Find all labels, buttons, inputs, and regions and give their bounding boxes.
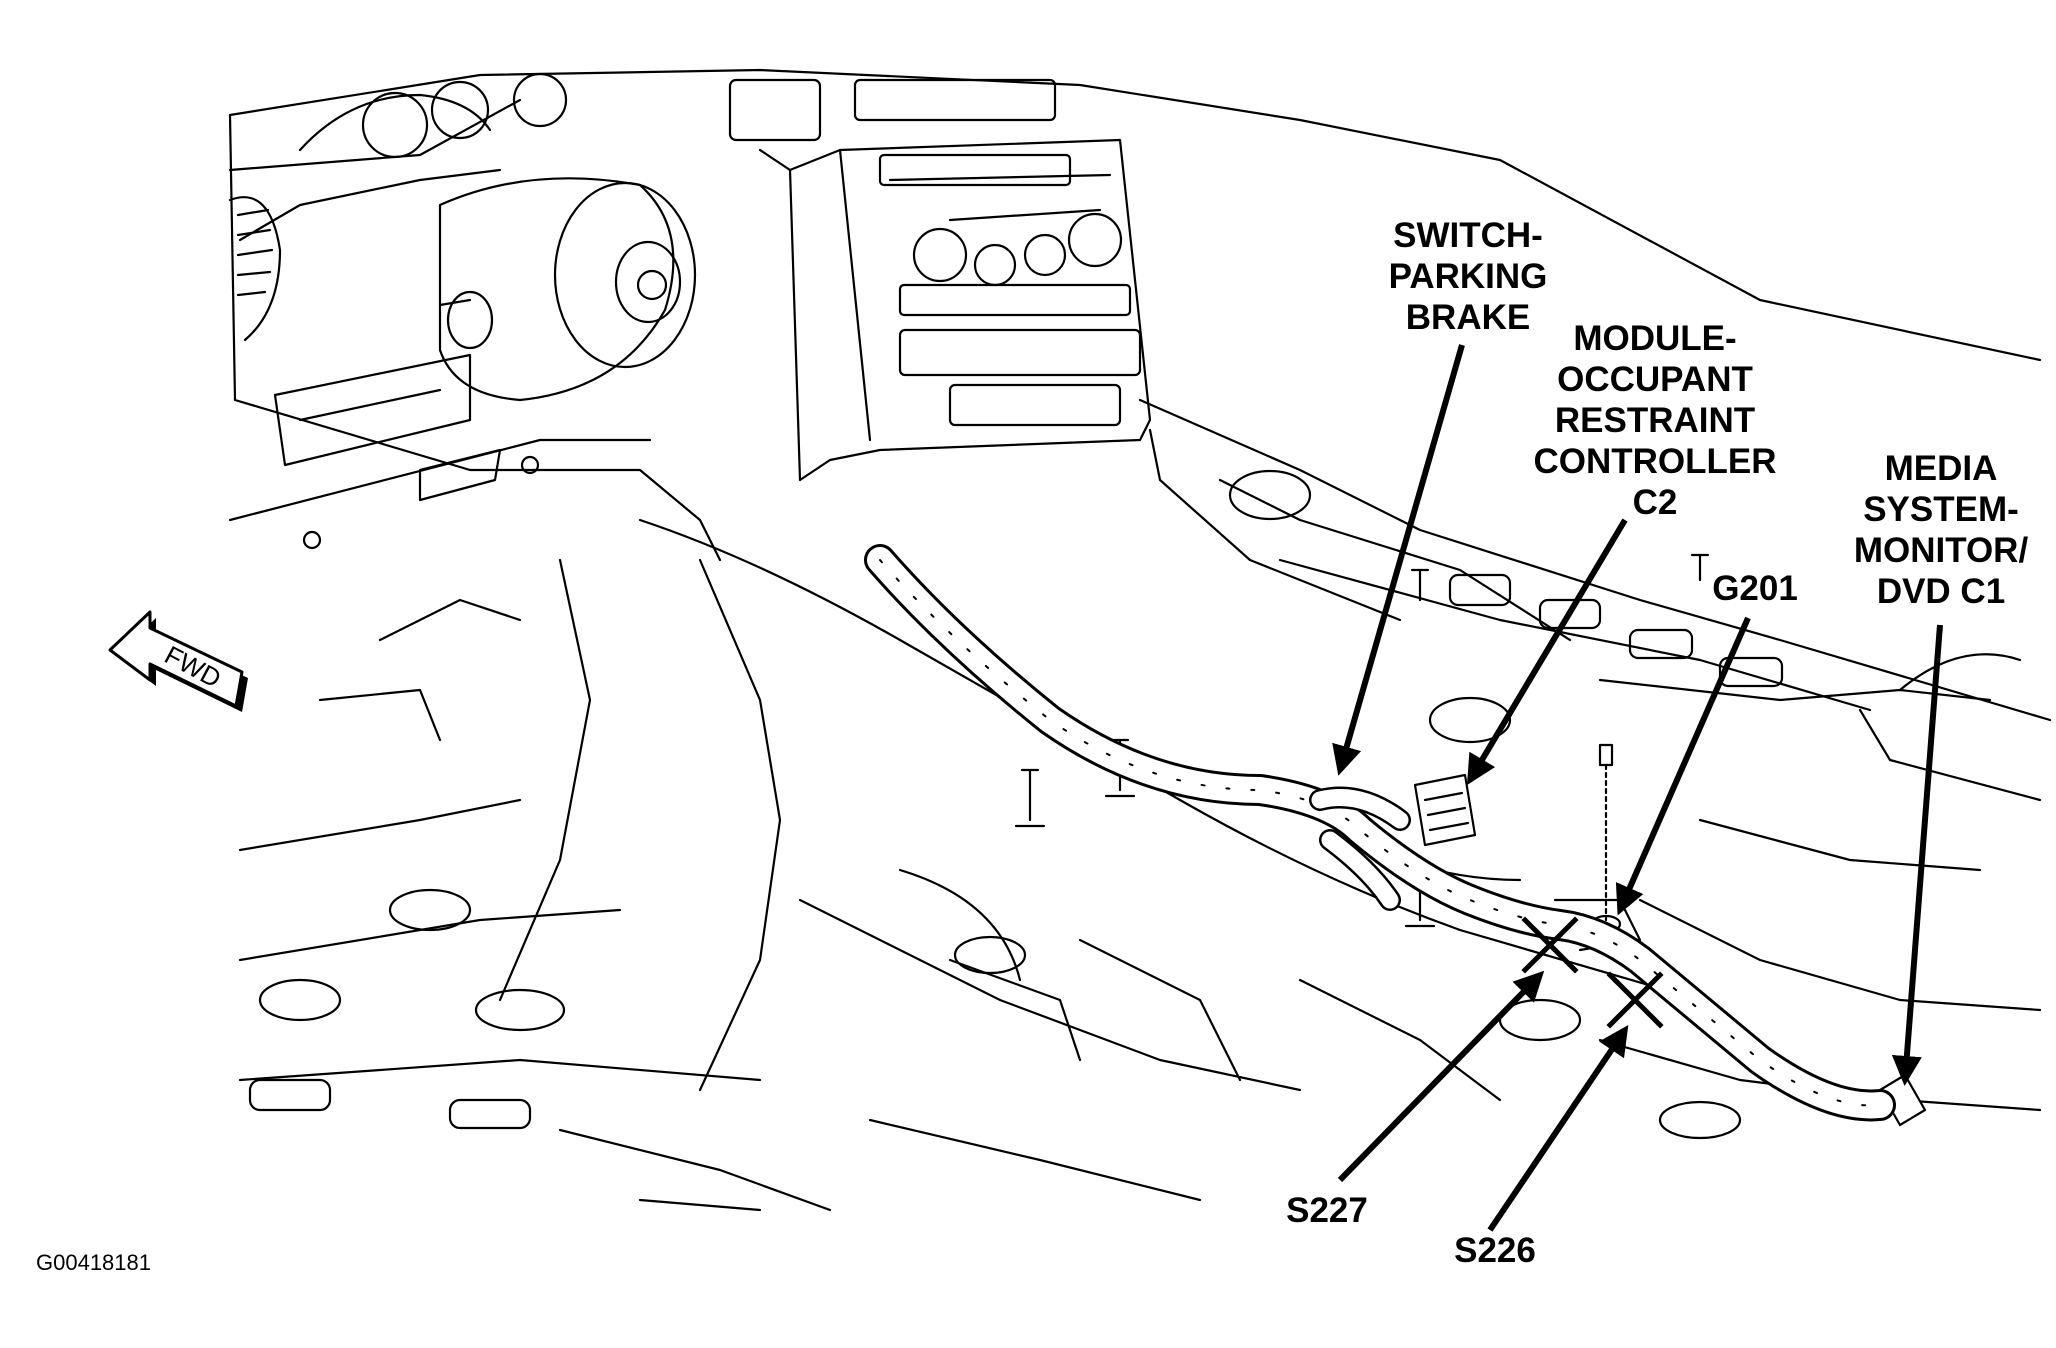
figure-id: G00418181	[36, 1250, 151, 1275]
label-media-system-monitor-dvd-c1: MEDIA SYSTEM- MONITOR/ DVD C1	[1853, 449, 2029, 611]
label-s226: S226	[1454, 1231, 1536, 1270]
label-s227: S227	[1286, 1191, 1368, 1230]
label-switch-parking-brake: SWITCH- PARKING BRAKE	[1388, 216, 1548, 337]
label-g201: G201	[1712, 569, 1798, 608]
splice-s226-mark	[1606, 971, 1664, 1029]
splice-s227-mark	[1521, 916, 1579, 974]
leader-s227	[1337, 970, 1545, 1183]
leader-g201	[1615, 616, 1751, 916]
leader-s226	[1487, 1025, 1629, 1232]
leader-parking-brake	[1332, 344, 1465, 776]
leader-c2	[1466, 518, 1628, 786]
leader-dvd	[1891, 624, 1943, 1086]
fwd-arrow-icon: FWD	[108, 610, 248, 712]
label-module-occupant-restraint-controller-c2: MODULE- OCCUPANT RESTRAINT CONTROLLER C2	[1533, 319, 1777, 522]
